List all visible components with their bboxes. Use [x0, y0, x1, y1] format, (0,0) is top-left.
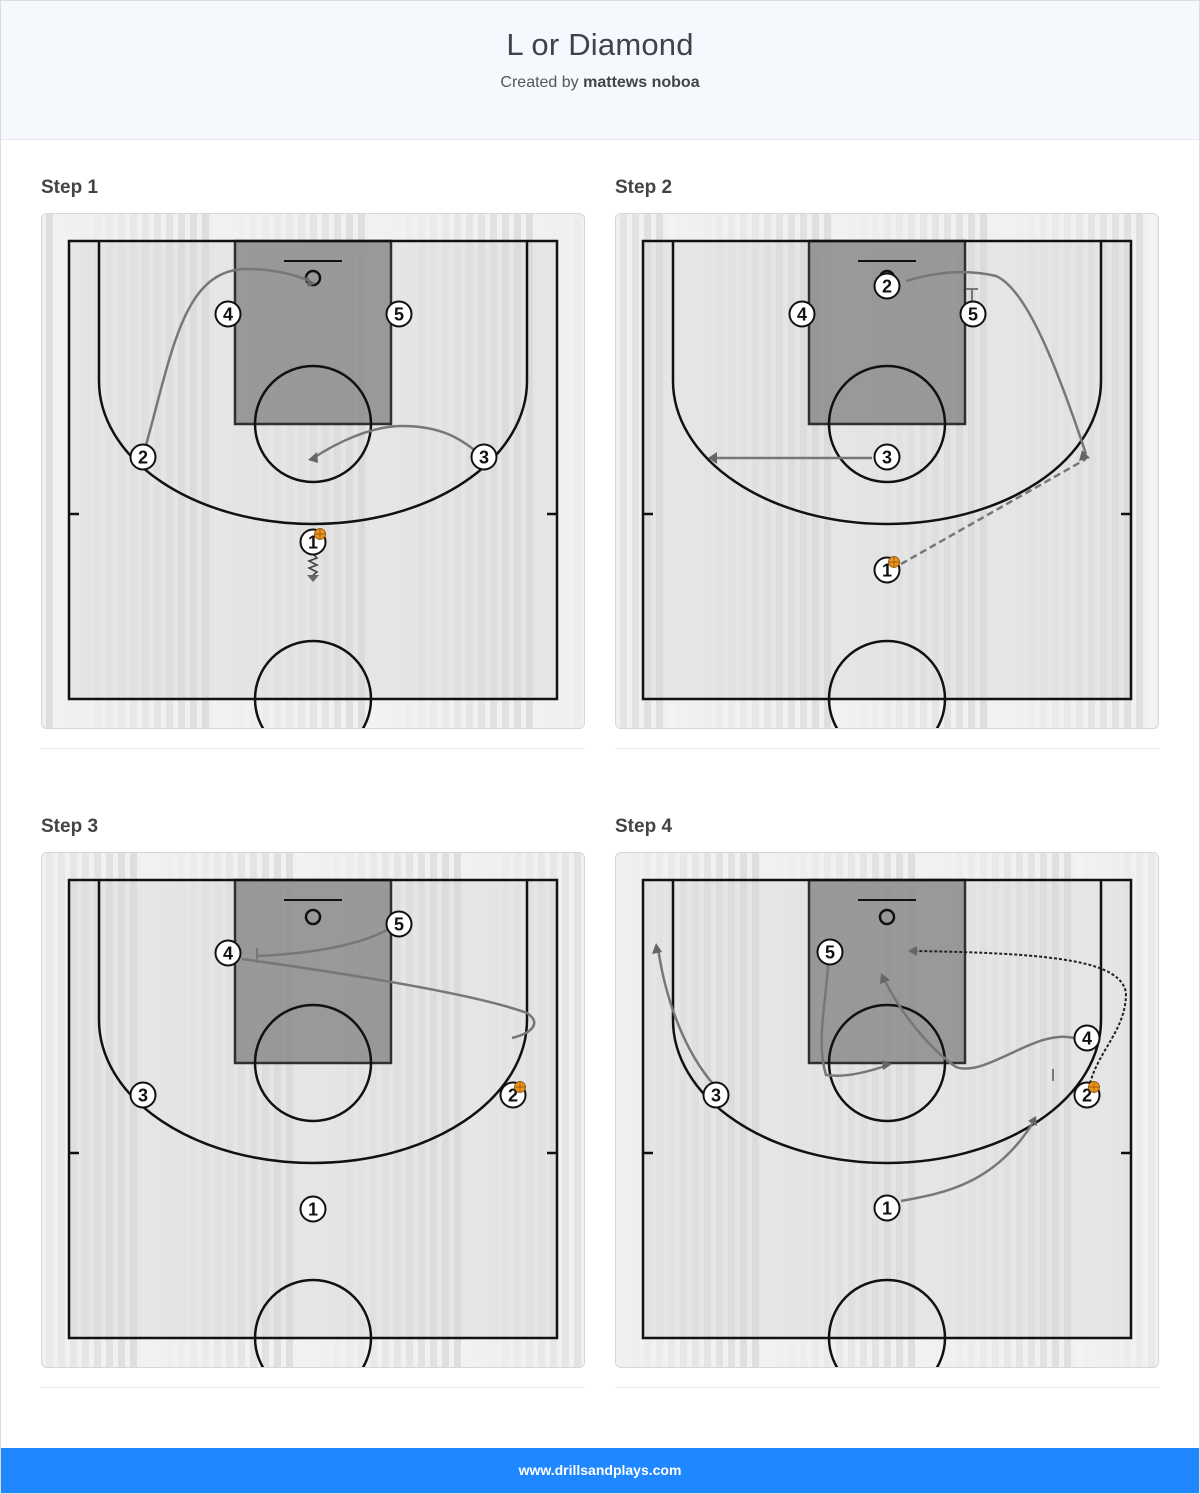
player-1[interactable]: 1: [299, 1195, 327, 1223]
player-4[interactable]: 4: [214, 939, 242, 967]
player-number: 5: [968, 305, 978, 325]
court-floor: [42, 853, 584, 1367]
arrow-heads: [652, 943, 1037, 1126]
player-number: 2: [138, 448, 148, 468]
player-3[interactable]: 3: [129, 1081, 157, 1109]
player-number: 2: [508, 1086, 518, 1106]
player-3[interactable]: 3: [873, 443, 901, 471]
player-5[interactable]: 5: [385, 910, 413, 938]
court-svg-2: 2 4 5 3 1: [616, 214, 1158, 728]
page-title: L or Diamond: [506, 27, 694, 62]
player-number: 5: [394, 305, 404, 325]
paint-area: [233, 878, 393, 1065]
player-number: 3: [882, 448, 892, 468]
player-number: 1: [882, 561, 892, 581]
court-lines: [67, 239, 559, 728]
player-5[interactable]: 5: [816, 938, 844, 966]
court-svg-1: 4 5 2 3 1: [42, 214, 584, 728]
player-1[interactable]: 1: [299, 528, 327, 556]
player-2[interactable]: 2: [1073, 1081, 1101, 1109]
player-4[interactable]: 4: [1073, 1024, 1101, 1052]
court-lines: [641, 239, 1133, 728]
court-diagram: 2 4 5 3 1: [615, 213, 1159, 729]
step-label: Step 1: [41, 177, 99, 198]
player-5[interactable]: 5: [385, 300, 413, 328]
movement-lines: [141, 267, 484, 576]
court-diagram: 5 4 3 2 1: [615, 852, 1159, 1368]
player-number: 4: [797, 305, 807, 325]
rim: [304, 908, 322, 926]
basketball-icon: [1088, 1081, 1100, 1093]
player-number: 2: [1082, 1086, 1092, 1106]
basketball-icon: [514, 1081, 526, 1093]
player-1[interactable]: 1: [873, 1194, 901, 1222]
basketball-icon: [888, 556, 900, 568]
court-svg-4: 5 4 3 2 1: [616, 853, 1158, 1367]
page-header: L or Diamond Created by mattews noboa: [1, 1, 1199, 140]
court-diagram: 5 4 3 2 1: [41, 852, 585, 1368]
player-4[interactable]: 4: [214, 300, 242, 328]
step-label: Step 2: [615, 177, 673, 198]
byline: Created by mattews noboa: [1, 74, 1199, 92]
basketball-icon: [314, 528, 326, 540]
byline-prefix: Created by: [500, 74, 579, 91]
player-3[interactable]: 3: [702, 1081, 730, 1109]
player-4[interactable]: 4: [788, 300, 816, 328]
step-divider: [41, 748, 585, 749]
player-2[interactable]: 2: [129, 443, 157, 471]
player-number: 1: [308, 1200, 318, 1220]
step-label: Step 3: [41, 816, 99, 837]
player-number: 5: [394, 915, 404, 935]
player-number: 1: [308, 533, 318, 553]
court-diagram: 4 5 2 3 1: [41, 213, 585, 729]
movement-lines: [656, 947, 1128, 1203]
player-number: 4: [223, 305, 233, 325]
player-number: 3: [479, 448, 489, 468]
footer-link[interactable]: www.drillsandplays.com: [1, 1448, 1199, 1493]
player-3[interactable]: 3: [470, 443, 498, 471]
step-divider: [615, 748, 1159, 749]
step-label: Step 4: [615, 816, 673, 837]
player-number: 4: [223, 944, 233, 964]
step-divider: [615, 1387, 1159, 1388]
rim: [878, 908, 896, 926]
court-lines: [67, 878, 559, 1367]
player-5[interactable]: 5: [959, 300, 987, 328]
step-divider: [41, 1387, 585, 1388]
rim: [304, 269, 322, 287]
player-1[interactable]: 1: [873, 556, 901, 584]
paint-area: [807, 878, 967, 1065]
arrow-heads: [708, 450, 1090, 464]
court-svg-3: 5 4 3 2 1: [42, 853, 584, 1367]
player-number: 2: [882, 277, 892, 297]
player-2[interactable]: 2: [499, 1081, 527, 1109]
paint-area: [807, 239, 967, 426]
player-number: 4: [1082, 1029, 1092, 1049]
player-number: 5: [825, 943, 835, 963]
player-number: 3: [138, 1086, 148, 1106]
movement-lines: [241, 928, 536, 1040]
author-name[interactable]: mattews noboa: [583, 74, 700, 91]
player-number: 3: [711, 1086, 721, 1106]
court-lines: [641, 878, 1133, 1367]
player-2[interactable]: 2: [873, 272, 901, 300]
arrow-heads: [306, 276, 319, 582]
player-number: 1: [882, 1199, 892, 1219]
